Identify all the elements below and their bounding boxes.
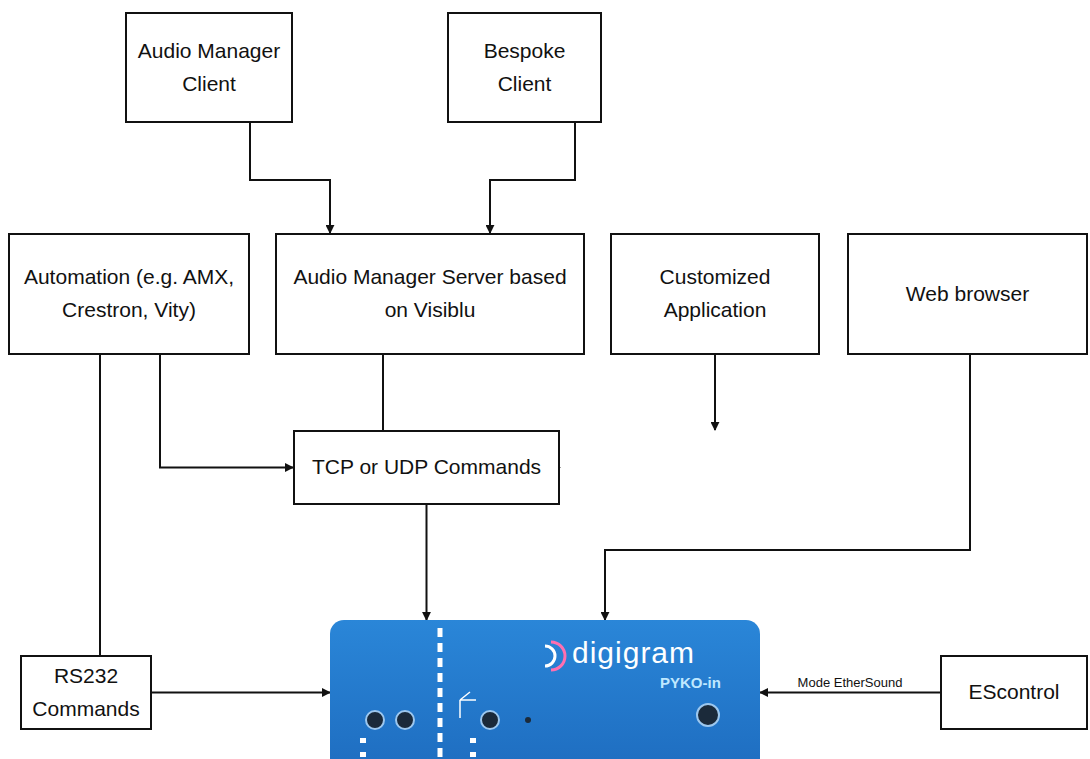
box-label: TCP or UDP Commands — [312, 451, 541, 484]
box-label: Audio Manager Server based on Visiblu — [287, 261, 573, 326]
connector — [250, 123, 330, 233]
process-box: Web browser — [847, 233, 1088, 355]
process-box: TCP or UDP Commands — [293, 430, 560, 505]
box-label: EScontrol — [968, 676, 1059, 709]
connector — [152, 692, 330, 694]
box-label: Automation (e.g. AMX, Crestron, Vity) — [20, 261, 238, 326]
brand-name: digigram — [572, 636, 695, 670]
connector — [160, 355, 293, 468]
process-box: RS232 Commands — [20, 655, 152, 730]
connector — [605, 355, 970, 620]
process-box: Audio Manager Server based on Visiblu — [275, 233, 585, 355]
process-box: Customized Application — [610, 233, 820, 355]
connector — [760, 692, 940, 694]
process-box: EScontrol — [940, 655, 1088, 730]
edge-label: Mode EtherSound — [796, 675, 905, 690]
box-label: Bespoke Client — [459, 35, 590, 100]
box-label: RS232 Commands — [32, 660, 140, 725]
connector — [426, 505, 428, 620]
device-illustration: digigramPYKO-in — [330, 620, 760, 759]
process-box: Audio Manager Client — [125, 12, 293, 123]
process-box: Bespoke Client — [447, 12, 602, 123]
connector — [99, 355, 101, 655]
process-box: Automation (e.g. AMX, Crestron, Vity) — [8, 233, 250, 355]
box-label: Audio Manager Client — [137, 35, 281, 100]
connector — [490, 123, 575, 233]
model-name: PYKO-in — [660, 674, 721, 691]
connector — [714, 355, 716, 430]
box-label: Web browser — [906, 278, 1029, 311]
box-label: Customized Application — [622, 261, 808, 326]
